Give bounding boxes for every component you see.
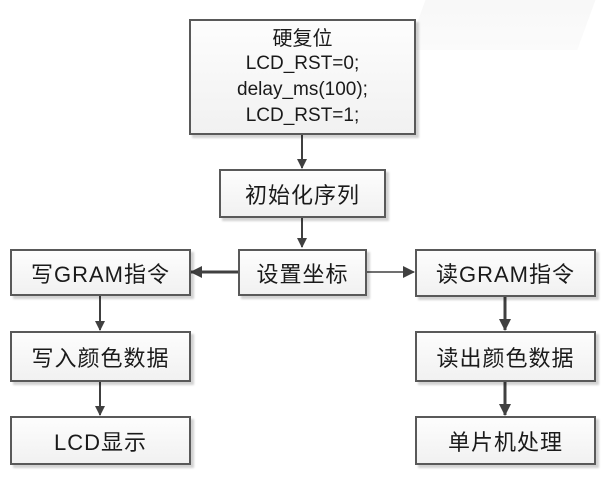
set-coordinates-box: 设置坐标 <box>238 249 367 296</box>
read-color-data-box: 读出颜色数据 <box>415 331 596 382</box>
write-color-data-label: 写入颜色数据 <box>31 346 170 372</box>
write-gram-command-box: 写GRAM指令 <box>10 249 191 296</box>
lcd-display-label: LCD显示 <box>53 429 147 455</box>
lcd-display-box: LCD显示 <box>10 416 191 465</box>
init-sequence-box: 初始化序列 <box>219 169 386 218</box>
reset-step-3: LCD_RST=1; <box>245 105 360 126</box>
write-gram-command-label: 写GRAM指令 <box>30 261 170 287</box>
write-color-data-box: 写入颜色数据 <box>10 331 191 382</box>
set-coordinates-label: 设置坐标 <box>256 262 349 288</box>
mcu-processing-label: 单片机处理 <box>447 430 563 456</box>
read-gram-command-box: 读GRAM指令 <box>415 249 596 297</box>
mcu-processing-box: 单片机处理 <box>415 416 596 465</box>
hard-reset-title: 硬复位 <box>272 26 333 50</box>
hard-reset-box: 硬复位 LCD_RST=0; delay_ms(100); LCD_RST=1; <box>189 19 416 135</box>
read-gram-command-label: 读GRAM指令 <box>435 262 575 287</box>
reset-step-1: LCD_RST=0; <box>245 53 360 74</box>
read-color-data-label: 读出颜色数据 <box>436 346 575 372</box>
init-sequence-label: 初始化序列 <box>244 183 360 209</box>
reset-step-2: delay_ms(100); <box>237 79 368 100</box>
